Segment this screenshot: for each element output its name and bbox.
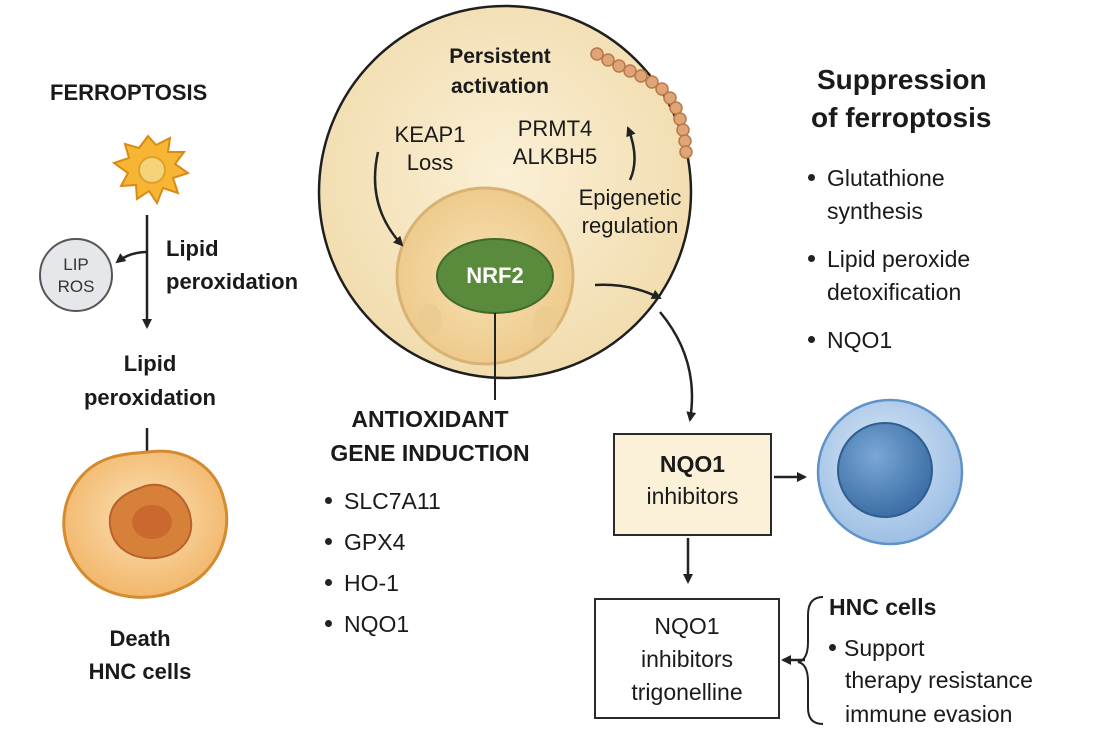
nqo1-box-title: NQO1	[659, 451, 726, 477]
prmt4-label: PRMT4	[517, 116, 593, 141]
bullet-icon	[325, 620, 332, 628]
keap1-label-a: KEAP1	[394, 122, 466, 147]
lipid-peroxidation-label-2b: peroxidation	[83, 385, 216, 410]
ferroptosis-title: FERROPTOSIS	[50, 80, 208, 105]
bullet-icon	[325, 497, 332, 505]
bullet-icon	[808, 174, 815, 182]
chromatin-fiber-icon	[590, 47, 693, 159]
bullet-icon	[325, 579, 332, 587]
hnc-item-label: Support	[844, 635, 925, 661]
suppression-title-a: Suppression	[817, 64, 987, 95]
bullet-icon	[808, 255, 815, 263]
bullet-icon	[829, 644, 836, 652]
trigonelline-box-line2: inhibitors	[640, 646, 734, 672]
keap1-arrow	[373, 151, 404, 247]
to-nqo1-arrow	[659, 311, 697, 422]
gene-label: GPX4	[344, 529, 406, 555]
antioxidant-title-a: ANTIOXIDANT	[351, 406, 509, 432]
keap1-label-b: Loss	[406, 150, 454, 175]
gene-item: GPX4	[325, 528, 405, 557]
suppression-title-b: of ferroptosis	[811, 102, 992, 133]
nrf2-label: NRF2	[466, 263, 524, 288]
lipid-peroxidation-label-2a: Lipid	[123, 351, 177, 376]
trigonelline-box-line1: NQO1	[654, 613, 720, 639]
gene-item: NQO1	[325, 610, 409, 639]
death-label: Death	[109, 626, 171, 651]
nqo1-inhibitors-box: NQO1 inhibitors	[613, 433, 772, 536]
epigenetic-arrow	[626, 126, 636, 181]
gene-item: HO-1	[325, 569, 399, 598]
nrf2-out-arrow	[594, 283, 662, 300]
gene-item: SLC7A11	[325, 487, 441, 516]
epigenetic-label-a: Epigenetic	[578, 185, 682, 210]
antioxidant-title-b: GENE INDUCTION	[330, 440, 530, 466]
hnc-item-cont: immune evasion	[845, 701, 1013, 727]
suppression-item-label: NQO1	[827, 327, 893, 353]
gene-label: HO-1	[344, 570, 399, 596]
lipid-peroxidation-label-1a: Lipid	[166, 236, 219, 261]
alkbh5-label: ALKBH5	[512, 144, 598, 169]
nucleus-spot	[418, 304, 442, 336]
suppression-item-label-cont: detoxification	[827, 279, 962, 305]
persistent-label-b: activation	[450, 75, 550, 98]
suppression-item: Lipid peroxide	[808, 245, 970, 274]
bullet-icon	[808, 336, 815, 344]
bullet-icon	[325, 538, 332, 546]
suppression-item: NQO1	[808, 326, 892, 355]
trigonelline-box-line3: trigonelline	[631, 679, 743, 705]
lip-ros-circle	[39, 238, 113, 312]
persistent-label-a: Persistent	[449, 45, 551, 68]
lipid-peroxidation-label-1b: peroxidation	[166, 269, 299, 294]
suppression-item-label: Lipid peroxide	[827, 246, 971, 272]
lip-ros-label-lip: LIP	[63, 255, 89, 274]
lip-ros-branch-arrow	[115, 250, 148, 264]
hnc-bracket	[797, 596, 824, 725]
nqo1-box-subtitle: inhibitors	[646, 483, 739, 509]
gene-label: SLC7A11	[344, 488, 441, 514]
dying-hnc-cell-icon	[62, 449, 229, 599]
immune-cell-nucleus	[837, 422, 933, 518]
gene-label: NQO1	[344, 611, 410, 637]
nucleus-spot	[533, 306, 557, 338]
hnc-cells-label: HNC cells	[88, 659, 192, 684]
lip-ros-label-ros: ROS	[57, 277, 95, 296]
suppression-item: Glutathione	[808, 164, 945, 193]
suppression-item-label: Glutathione	[827, 165, 945, 191]
ferroptotic-cell-icon	[111, 134, 191, 206]
hnc-title: HNC cells	[829, 594, 937, 620]
epigenetic-label-b: regulation	[581, 213, 679, 238]
hnc-item: Support	[829, 634, 925, 663]
trigonelline-box: NQO1 inhibitors trigonelline	[594, 598, 780, 719]
suppression-item-label-cont: synthesis	[827, 198, 923, 224]
hnc-item-cont: therapy resistance	[845, 667, 1033, 693]
